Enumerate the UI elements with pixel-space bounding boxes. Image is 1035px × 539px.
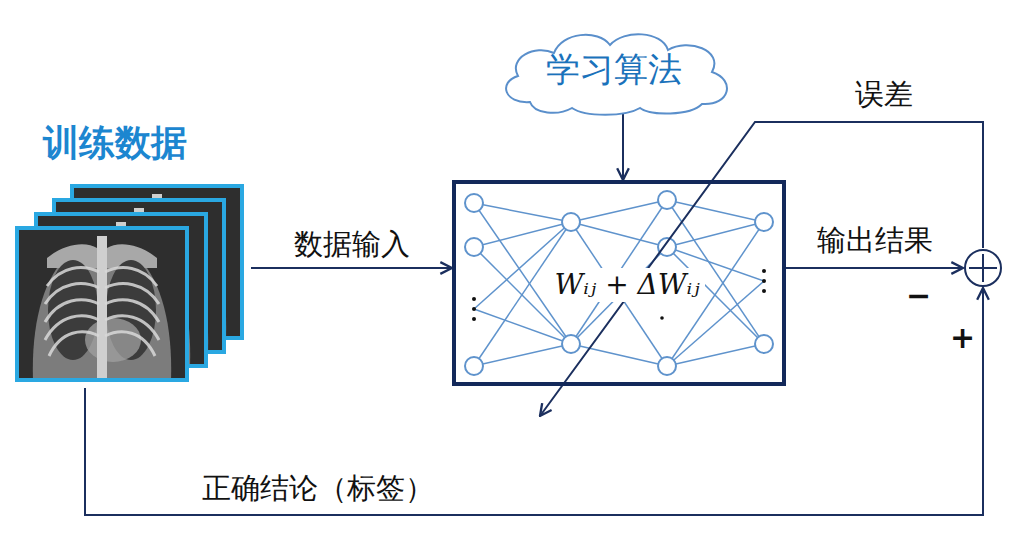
network-links: [474, 200, 764, 366]
network-neurons: [562, 213, 580, 231]
cloud-outline: [506, 34, 727, 115]
summing-junction: [963, 248, 1003, 288]
network-neurons: [562, 335, 580, 353]
ellipsis-dots: [472, 297, 476, 301]
connector-arrow: [622, 114, 624, 180]
network-links: [474, 309, 571, 344]
edge-label: 误差: [855, 77, 913, 112]
sum-cross: [969, 267, 997, 269]
xray-stack: [17, 228, 187, 380]
network-neurons: [465, 238, 483, 256]
network-neurons: [755, 213, 773, 231]
ellipsis-dots: [762, 269, 766, 273]
sign-minus: −: [906, 278, 931, 314]
sum-circle: [965, 250, 1001, 286]
ellipsis-dots: [762, 289, 766, 293]
network-neurons: [465, 194, 483, 212]
edge-label: 正确结论（标签）: [202, 471, 434, 506]
network-links: [474, 344, 571, 366]
xray-stack: [17, 228, 187, 380]
ellipsis-dots: [472, 307, 476, 311]
ellipsis-dots: [472, 269, 766, 321]
xray-stack: [17, 186, 242, 380]
sum-symbol: [963, 248, 1003, 288]
sign-plus: +: [950, 320, 975, 356]
ellipsis-dots: [660, 316, 664, 320]
network-neurons: [658, 191, 676, 209]
connector-arrow: [786, 267, 963, 269]
network-links: [667, 344, 764, 366]
connector-arrow: [85, 288, 983, 515]
cloud-node: 学习算法: [490, 26, 738, 118]
ellipsis-dots: [472, 317, 476, 321]
network-box: Wᵢⱼ + ΔWᵢⱼ: [452, 180, 786, 386]
node-text: Wᵢⱼ + ΔWᵢⱼ: [549, 268, 704, 302]
network-neurons: [755, 335, 773, 353]
network-neurons: [658, 357, 676, 375]
node-text: 学习算法: [546, 51, 682, 88]
edge-label: 数据输入: [294, 227, 410, 262]
connector-arrow: [540, 122, 983, 416]
network-links: [571, 200, 667, 222]
network-links: [474, 203, 571, 222]
heading-text: 训练数据: [43, 123, 187, 163]
ellipsis-dots: [762, 279, 766, 283]
xray-stack: [17, 228, 187, 380]
network-links: [667, 200, 764, 222]
network-neurons: [465, 357, 483, 375]
network-neurons: [465, 191, 773, 375]
training-data-stack: 训练数据: [15, 185, 247, 382]
edge-label: 输出结果: [817, 223, 933, 258]
connector-arrow: [251, 267, 452, 269]
